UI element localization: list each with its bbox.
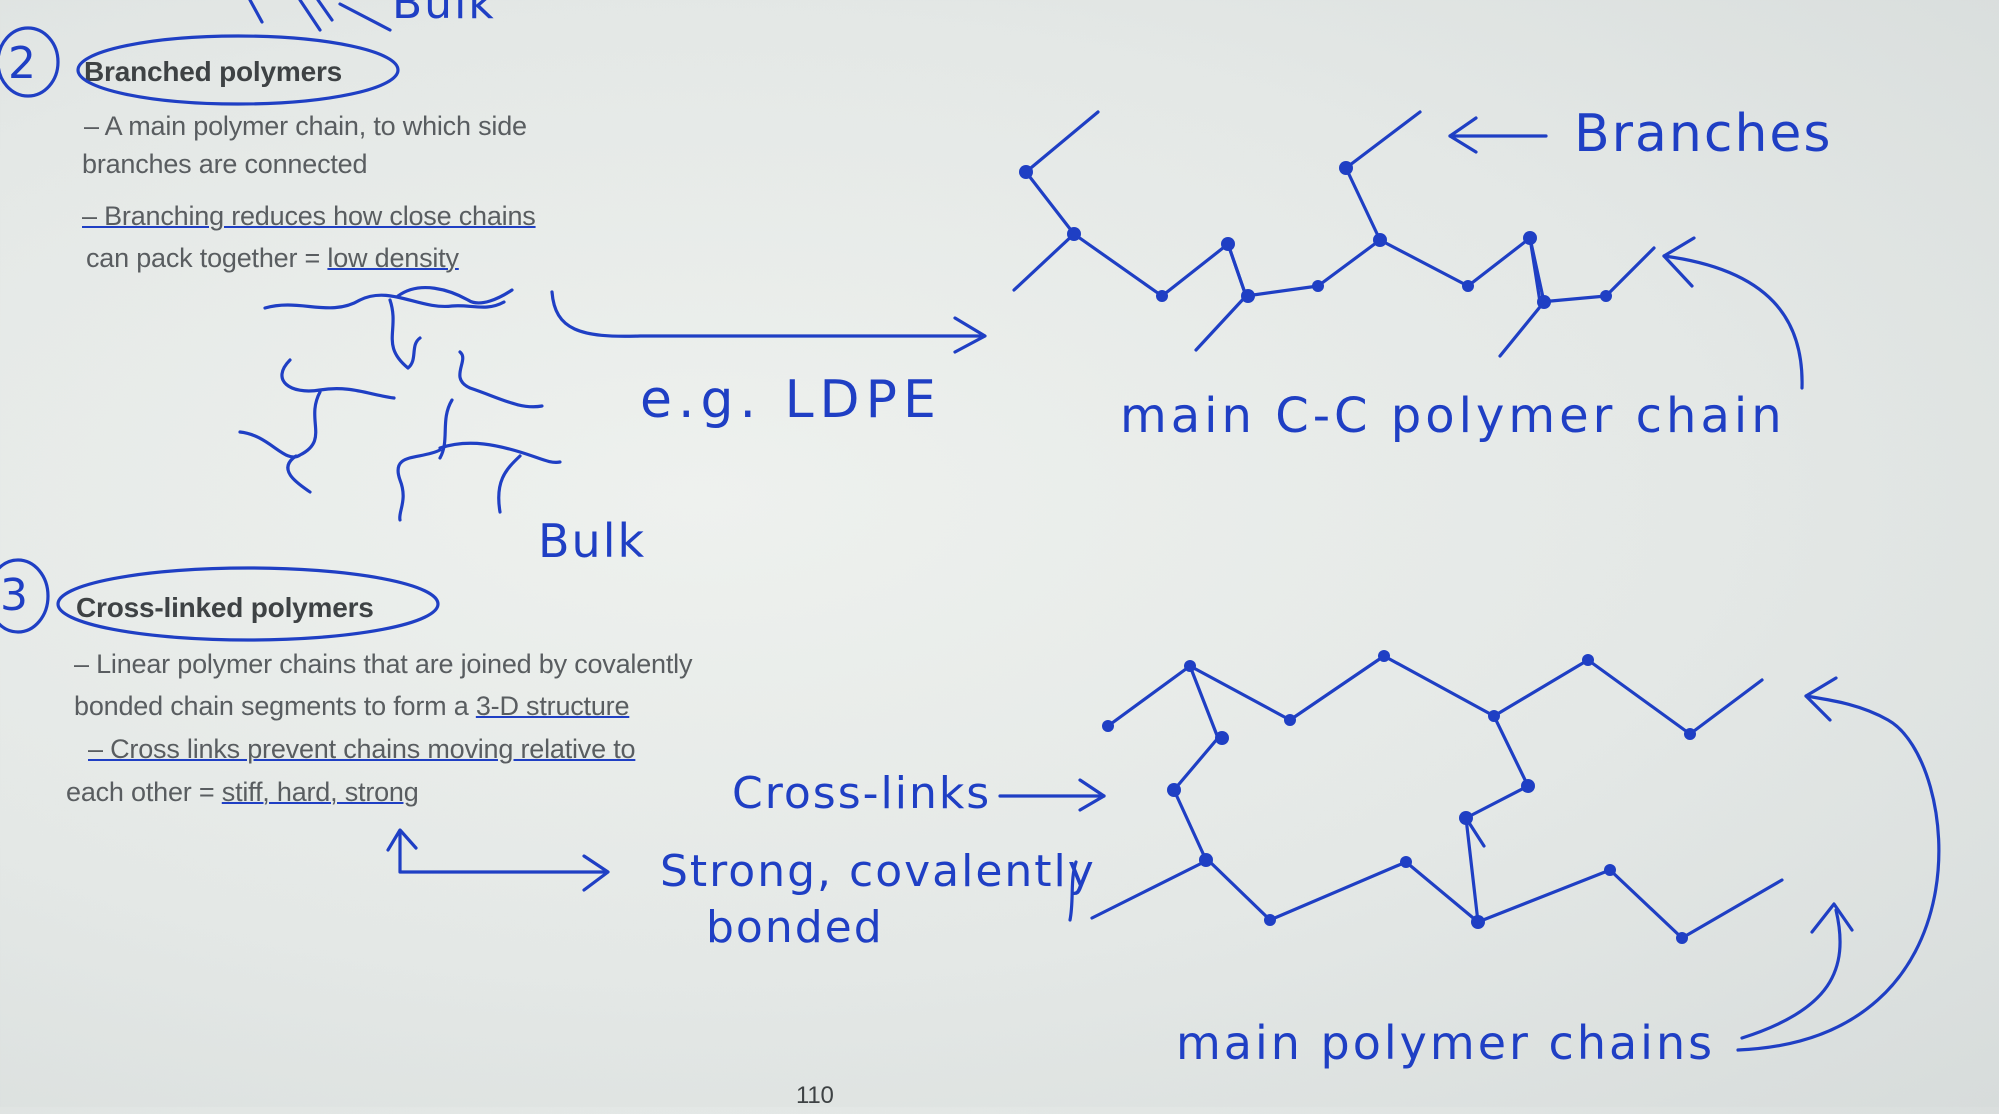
section-3-line-2: bonded chain segments to form a 3-D stru… — [74, 688, 629, 724]
main-chains-arrow-small — [1740, 908, 1842, 1040]
section-2-number: 2 — [8, 38, 36, 89]
branched-chain-nodes — [1019, 161, 1612, 309]
section-3-number-circle — [0, 558, 50, 634]
section-3-line-4: each other = stiff, hard, strong — [66, 774, 419, 810]
section-2-line-1: – A main polymer chain, to which side — [84, 111, 527, 141]
strong-double-arrow — [398, 830, 608, 874]
stiff-hard-strong-text: stiff, hard, strong — [221, 777, 419, 807]
section-3-number: 3 — [0, 570, 28, 621]
section-3-heading: Cross-linked polymers — [76, 592, 374, 623]
branches-label: Branches — [1574, 104, 1833, 164]
example-ldpe-label: e.g. LDPE — [640, 370, 942, 430]
main-chain-label: main C-C polymer chain — [1120, 388, 1786, 444]
main-chains-label: main polymer chains — [1176, 1016, 1716, 1070]
crosslinks-arrow-head — [1078, 778, 1106, 812]
strong-bonded-label-1: Strong, covalently — [660, 846, 1096, 897]
bulk-chain-6 — [286, 454, 312, 494]
crosslink-1 — [1172, 664, 1220, 862]
bulk-chain-7 — [458, 350, 544, 409]
branch-3 — [1194, 242, 1248, 352]
page-number: 110 — [796, 1082, 834, 1109]
section-3-line-1: – Linear polymer chains that are joined … — [74, 649, 693, 679]
branch-1 — [1024, 110, 1100, 174]
section-3-heading-ellipse — [56, 566, 440, 642]
crosslinked-chain-2 — [1090, 858, 1784, 940]
bulk-chain-4 — [280, 358, 396, 400]
crosslinks-label: Cross-links — [732, 768, 992, 819]
main-chain-arrow-head — [1662, 236, 1696, 288]
top-bulk-label: Bulk — [392, 0, 496, 29]
section-3-line-4-prefix: each other = — [66, 777, 222, 807]
main-chain-arrow — [1662, 254, 1804, 390]
crosslinked-chain-nodes — [1102, 650, 1696, 944]
bulk-chain-5 — [238, 390, 322, 459]
bulk-chain-1 — [263, 293, 506, 310]
section-3-line-2-prefix: bonded chain segments to form a — [74, 691, 476, 721]
bulk-chain-10 — [497, 454, 522, 514]
strong-to-diagram-link — [1068, 860, 1078, 922]
branches-arrow-head — [1448, 116, 1478, 154]
section-2-line-4: can pack together = low density — [86, 240, 459, 276]
section-2-line-2: branches are connected — [82, 149, 368, 179]
branched-main-chain — [1024, 170, 1656, 304]
section-2-number-circle — [0, 26, 60, 98]
3d-structure-text: 3-D structure — [475, 691, 630, 721]
section-2-line-4-prefix: can pack together = — [86, 243, 328, 273]
strong-bonded-label-2: bonded — [706, 902, 884, 953]
crosslinked-chain-1 — [1106, 654, 1764, 736]
crosslink-2 — [1464, 714, 1530, 924]
ldpe-arrow-line — [550, 290, 982, 338]
bulk-chain-2 — [396, 286, 514, 305]
main-chains-arrow-large — [1736, 694, 1941, 1052]
branch-4 — [1344, 166, 1382, 242]
main-chains-arrow-small-head — [1810, 902, 1854, 934]
strong-double-arrow-head-right — [582, 854, 610, 892]
section-2-heading-ellipse — [76, 34, 400, 106]
strong-double-arrow-head-up — [386, 828, 418, 852]
branch-2 — [1012, 232, 1076, 292]
low-density-text: low density — [327, 243, 459, 273]
section-3-line-3: – Cross links prevent chains moving rela… — [88, 734, 636, 764]
section-2-heading: Branched polymers — [84, 56, 343, 87]
main-chains-arrow-large-head — [1804, 676, 1838, 722]
bulk-chain-3 — [388, 298, 422, 370]
bulk-chain-8 — [438, 398, 562, 464]
bulk-label: Bulk — [538, 514, 647, 568]
ldpe-arrow-head — [953, 316, 987, 354]
bulk-chain-9 — [396, 448, 442, 522]
branch-5 — [1344, 110, 1422, 170]
section-2-line-3: – Branching reduces how close chains — [82, 201, 536, 231]
top-bulk-scribble — [248, 0, 392, 32]
